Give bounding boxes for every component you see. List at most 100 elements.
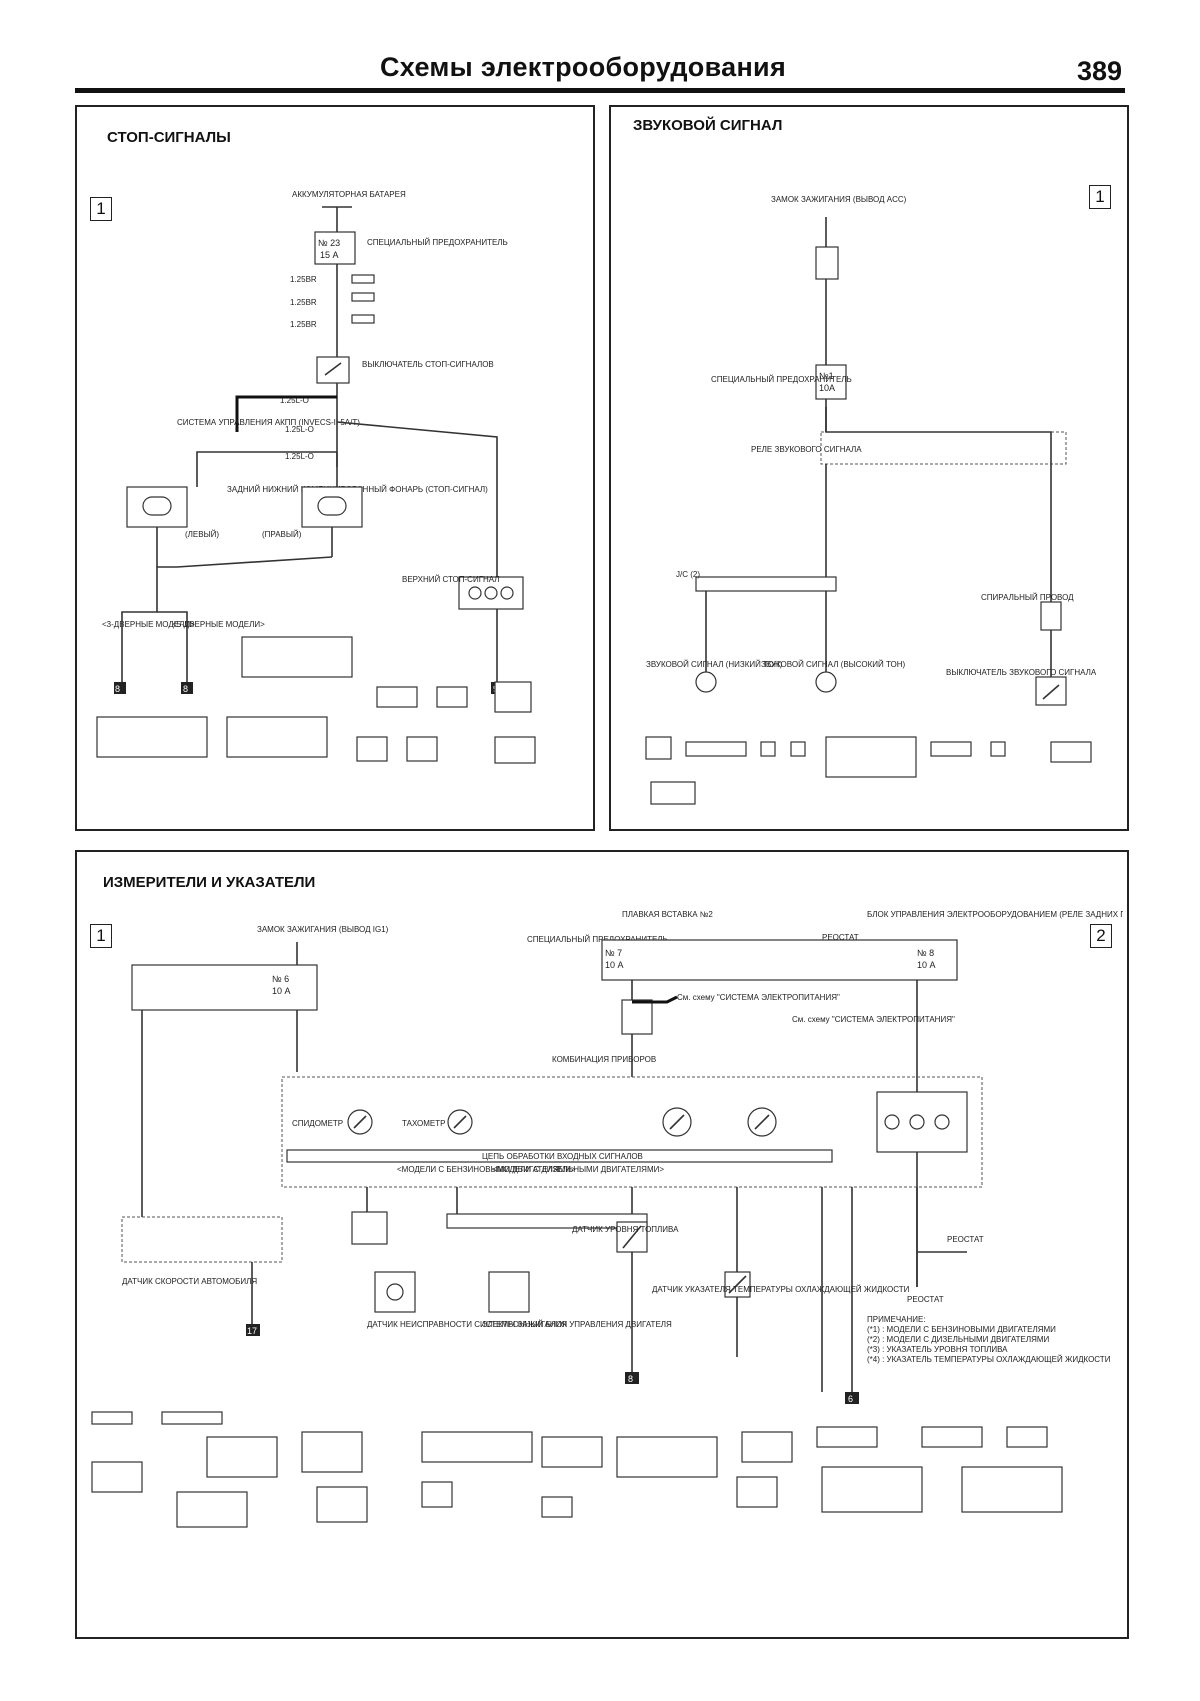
ground-number: 8: [183, 684, 188, 694]
connector-diagram: [930, 741, 972, 757]
models-3door: <3-ДВЕРНЫЕ МОДЕЛИ>: [102, 620, 195, 629]
fuse8-amp: 10 А: [917, 960, 936, 970]
wire-label: 1.25BR: [290, 298, 317, 307]
wire-label: 1.25L-O: [285, 452, 314, 461]
upper-stop-lamp-label: ВЕРХНИЙ СТОП-СИГНАЛ: [402, 575, 500, 584]
engine-ecu: [488, 1271, 530, 1313]
gauges-title: ИЗМЕРИТЕЛИ И УКАЗАТЕЛИ: [103, 874, 316, 891]
connector-diagram: [541, 1436, 603, 1468]
ecu-label: ЭЛЕКТРОННЫЙ БЛОК УПРАВЛЕНИЯ ДВИГАТЕЛЯ: [482, 1320, 672, 1329]
page-number: 389: [1076, 56, 1122, 86]
connector-diagram: [406, 736, 438, 762]
horn-switch-label: ВЫКЛЮЧАТЕЛЬ ЗВУКОВОГО СИГНАЛА: [946, 668, 1097, 677]
ground-number: 8: [628, 1374, 633, 1384]
gauges-panel: ИЗМЕРИТЕЛИ И УКАЗАТЕЛИ 1 2 ЗАМОК ЗАЖИГАН…: [75, 850, 1129, 1639]
horn-diagram: ЗАМОК ЗАЖИГАНИЯ (ВЫВОД ACC) №1 10А СПЕЦИ…: [645, 195, 1097, 805]
petrol-models-label: <МОДЕЛИ С БЕНЗИНОВЫМИ ДВИГАТЕЛЯМИ>: [397, 1165, 576, 1174]
junction-block: [815, 246, 839, 280]
horn-high: [815, 671, 837, 693]
sheet-number-right: 2: [1090, 924, 1112, 948]
vss-label: ДАТЧИК СКОРОСТИ АВТОМОБИЛЯ: [122, 1277, 257, 1286]
horn-low: [695, 671, 717, 693]
connector-diagram: [1050, 741, 1092, 763]
diesel-models-label: <МОДЕЛИ С ДИЗЕЛЬНЫМИ ДВИГАТЕЛЯМИ>: [492, 1165, 664, 1174]
connector-diagram: [816, 1426, 878, 1448]
junction-block: [131, 964, 318, 1011]
page-title: Схемы электрооборудования: [380, 52, 787, 82]
connector-diagram: [161, 1411, 223, 1425]
ground-icon: [181, 682, 193, 694]
connector-diagram: [685, 741, 747, 757]
wire-label: 1.25L-O: [285, 425, 314, 434]
ground-number: 17: [247, 1326, 257, 1336]
horn-low-label: ЗВУКОВОЙ СИГНАЛ (НИЗКИЙ ТОН): [646, 660, 783, 669]
junction-block: [351, 1211, 388, 1245]
note-2: (*2) : МОДЕЛИ С ДИЗЕЛЬНЫМИ ДВИГАТЕЛЯМИ: [867, 1335, 1050, 1344]
connector-diagram: [921, 1426, 983, 1448]
fusible-link-label: ПЛАВКАЯ ВСТАВКА №2: [622, 910, 713, 919]
fuel-sensor-label: ДАТЧИК УРОВНЯ ТОПЛИВА: [572, 1225, 679, 1234]
fuse6-amp: 10 А: [272, 986, 291, 996]
signal-processing-label: ЦЕПЬ ОБРАБОТКИ ВХОДНЫХ СИГНАЛОВ: [482, 1152, 643, 1161]
horn-panel: ЗВУКОВОЙ СИГНАЛ 1 ЗАМОК ЗАЖИГАНИЯ (ВЫВОД…: [609, 105, 1129, 831]
connector-diagram: [736, 1476, 778, 1508]
horn-fuse-amp: 10А: [819, 383, 835, 393]
see-power-note: См. схему "СИСТЕМА ЭЛЕКТРОПИТАНИЯ": [677, 993, 840, 1002]
fuse-block: [601, 939, 958, 981]
see-power-note-2: См. схему "СИСТЕМА ЭЛЕКТРОПИТАНИЯ": [792, 1015, 955, 1024]
connector-diagram: [1006, 1426, 1048, 1448]
stop-lamp-diagram: АККУМУЛЯТОРНАЯ БАТАРЕЯ № 23 15 А СПЕЦИАЛ…: [96, 190, 536, 764]
horn-title: ЗВУКОВОЙ СИГНАЛ: [633, 117, 783, 134]
connector-diagram: [494, 681, 532, 713]
connector-ref: [351, 274, 375, 284]
wire-label: 1.25BR: [290, 320, 317, 329]
connector-diagram: [825, 736, 917, 778]
sheet-number: 1: [1089, 185, 1111, 209]
stop-lamp-title: СТОП-СИГНАЛЫ: [107, 129, 231, 146]
connector-diagram: [421, 1481, 453, 1508]
stop-switch-label: ВЫКЛЮЧАТЕЛЬ СТОП-СИГНАЛОВ: [362, 360, 494, 369]
connector-diagram: [376, 686, 418, 708]
connector-ref: [351, 292, 375, 302]
connector-diagram: [961, 1466, 1063, 1513]
connector-diagram: [990, 741, 1006, 757]
vehicle-speed-sensor: [121, 1216, 283, 1263]
fuse7-amp: 10 А: [605, 960, 624, 970]
header-rule: [75, 88, 1125, 93]
connector-diagram: [421, 1431, 533, 1463]
horn-fuse: [815, 364, 847, 400]
gauges-diagram: ЗАМОК ЗАЖИГАНИЯ (ВЫВОД IG1) № 6 10 А ПЛА…: [91, 910, 1123, 1528]
jc-label: J/C (2): [676, 570, 700, 579]
junction-connector: [695, 576, 837, 592]
rheostat-label-3: РЕОСТАТ: [907, 1295, 944, 1304]
connector-diagram: [821, 1466, 923, 1513]
horn-high-label: ЗВУКОВОЙ СИГНАЛ (ВЫСОКИЙ ТОН): [761, 660, 905, 669]
bulb-icon: [142, 496, 172, 516]
horn-relay-label: РЕЛЕ ЗВУКОВОГО СИГНАЛА: [751, 445, 862, 454]
rheostat-label: РЕОСТАТ: [822, 933, 859, 942]
atm-system-label: СИСТЕМА УПРАВЛЕНИЯ АКПП (INVECS-II 5A/T): [177, 418, 360, 427]
horn-fuse-id: №1: [819, 371, 834, 381]
stop-lamp-panel: СТОП-СИГНАЛЫ 1 АККУМУЛЯТОРНАЯ БАТАРЕЯ № …: [75, 105, 595, 831]
battery-label: АККУМУЛЯТОРНАЯ БАТАРЕЯ: [292, 190, 406, 199]
horn-fuse-label: СПЕЦИАЛЬНЫЙ ПРЕДОХРАНИТЕЛЬ: [711, 375, 852, 384]
ground-number: 6: [848, 1394, 853, 1404]
models-5door: <5-ДВЕРНЫЕ МОДЕЛИ>: [172, 620, 265, 629]
special-fuse-label: СПЕЦИАЛЬНЫЙ ПРЕДОХРАНИТЕЛЬ: [527, 935, 668, 944]
temp-sensor-label: ДАТЧИК УКАЗАТЕЛЯ ТЕМПЕРАТУРЫ ОХЛАЖДАЮЩЕЙ…: [652, 1285, 910, 1294]
fuse-23-amp: 15 А: [320, 250, 339, 260]
tachometer-label: ТАХОМЕТР: [402, 1119, 445, 1128]
sheet-number-left: 1: [90, 924, 112, 948]
ignition-label: ЗАМОК ЗАЖИГАНИЯ (ВЫВОД ACC): [771, 195, 907, 204]
spiral-cable: [1040, 601, 1062, 631]
connector-diagram: [436, 686, 468, 708]
connector-diagram: [206, 1436, 278, 1478]
connector-diagram: [356, 736, 388, 762]
connector-diagram: [96, 716, 208, 758]
connector-diagram: [226, 716, 328, 758]
connector-diagram: [316, 1486, 368, 1523]
connector-diagram: [760, 741, 776, 757]
connector-diagram: [645, 736, 672, 760]
connector-diagram: [790, 741, 806, 757]
connector-diagram: [616, 1436, 718, 1478]
